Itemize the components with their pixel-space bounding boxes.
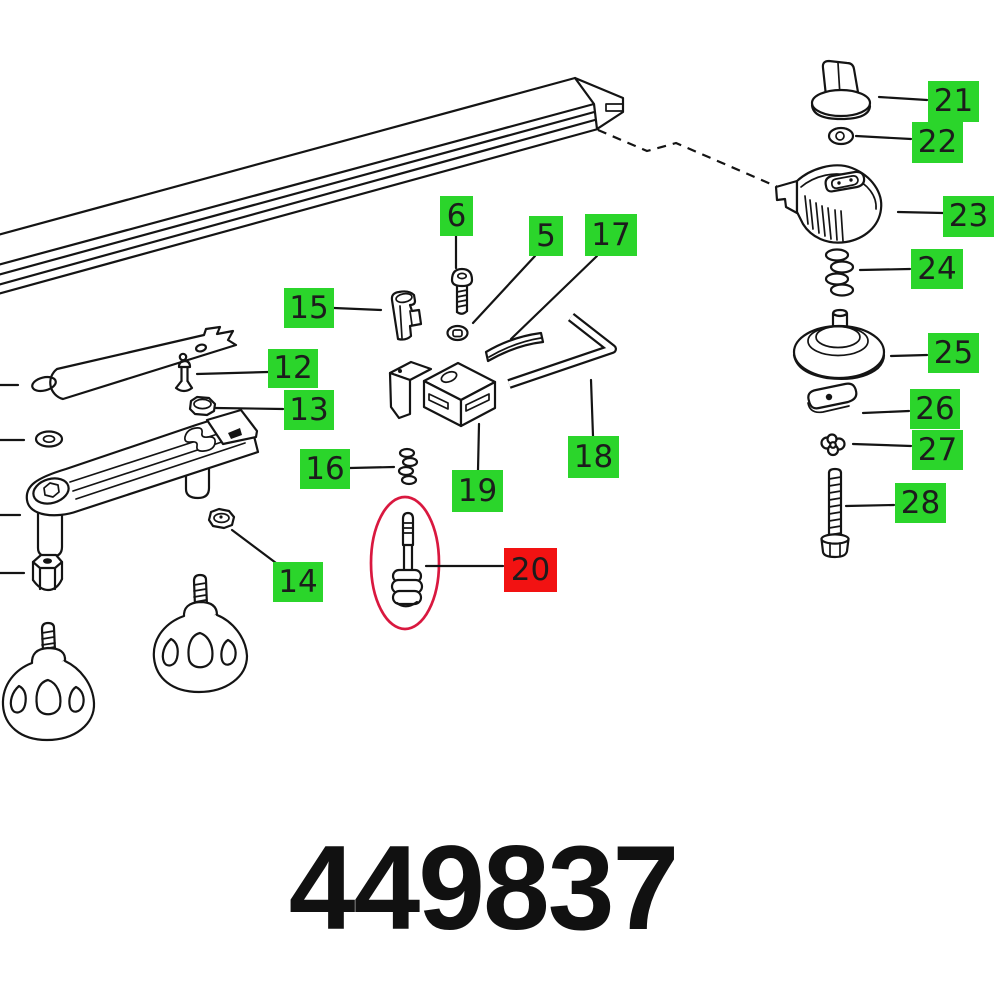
part-block-19	[388, 360, 497, 428]
part-washer-5	[446, 324, 469, 342]
part-oval-base-25	[792, 308, 886, 380]
part-label-6[interactable]: 6	[440, 196, 473, 236]
part-label-16[interactable]: 16	[300, 449, 350, 489]
highlight-ellipse	[369, 495, 441, 631]
part-spring-24	[824, 248, 855, 297]
part-label-28[interactable]: 28	[895, 483, 946, 523]
part-stop-arm	[25, 408, 260, 559]
part-label-17[interactable]: 17	[585, 214, 637, 256]
part-number: 449837	[288, 821, 679, 955]
leader-lines	[0, 95, 945, 575]
part-flat-bar	[31, 325, 238, 401]
part-guide-rail	[0, 76, 625, 295]
assembly-dashed-line	[597, 128, 788, 193]
part-label-25[interactable]: 25	[928, 333, 979, 373]
part-bolt-28	[820, 467, 850, 559]
part-nut-14	[207, 507, 236, 530]
part-label-18[interactable]: 18	[568, 436, 619, 478]
part-screw-6	[450, 267, 474, 315]
part-plate-26	[807, 382, 858, 414]
part-stud-12	[174, 359, 194, 393]
part-clip-15	[390, 290, 423, 341]
part-label-24[interactable]: 24	[911, 249, 963, 289]
part-label-15[interactable]: 15	[284, 288, 334, 328]
part-label-27[interactable]: 27	[912, 430, 963, 470]
part-spring-16	[397, 447, 419, 486]
part-label-26[interactable]: 26	[910, 389, 960, 429]
part-star-washer-27	[820, 433, 846, 457]
part-clamp-knob-right	[152, 573, 249, 694]
part-washer-22	[827, 126, 855, 146]
part-label-19[interactable]: 19	[452, 470, 503, 512]
part-hex-standoff	[31, 553, 64, 592]
part-label-21[interactable]: 21	[928, 81, 979, 122]
part-label-22[interactable]: 22	[912, 122, 963, 163]
part-allen-key-18	[507, 313, 617, 389]
part-label-12[interactable]: 12	[268, 349, 318, 388]
part-curved-segment-17	[484, 331, 545, 363]
part-clamp-knob-left	[1, 621, 96, 742]
part-nut-13	[188, 395, 217, 417]
part-label-20[interactable]: 20	[504, 548, 557, 592]
part-label-23[interactable]: 23	[943, 196, 994, 237]
part-pin-20	[390, 511, 424, 608]
part-label-5[interactable]: 5	[529, 216, 563, 256]
part-washer-left	[34, 430, 64, 448]
part-wing-knob-21	[810, 59, 872, 121]
part-label-13[interactable]: 13	[284, 390, 334, 430]
part-cam-lever-23	[774, 164, 883, 244]
part-label-14[interactable]: 14	[273, 562, 323, 602]
